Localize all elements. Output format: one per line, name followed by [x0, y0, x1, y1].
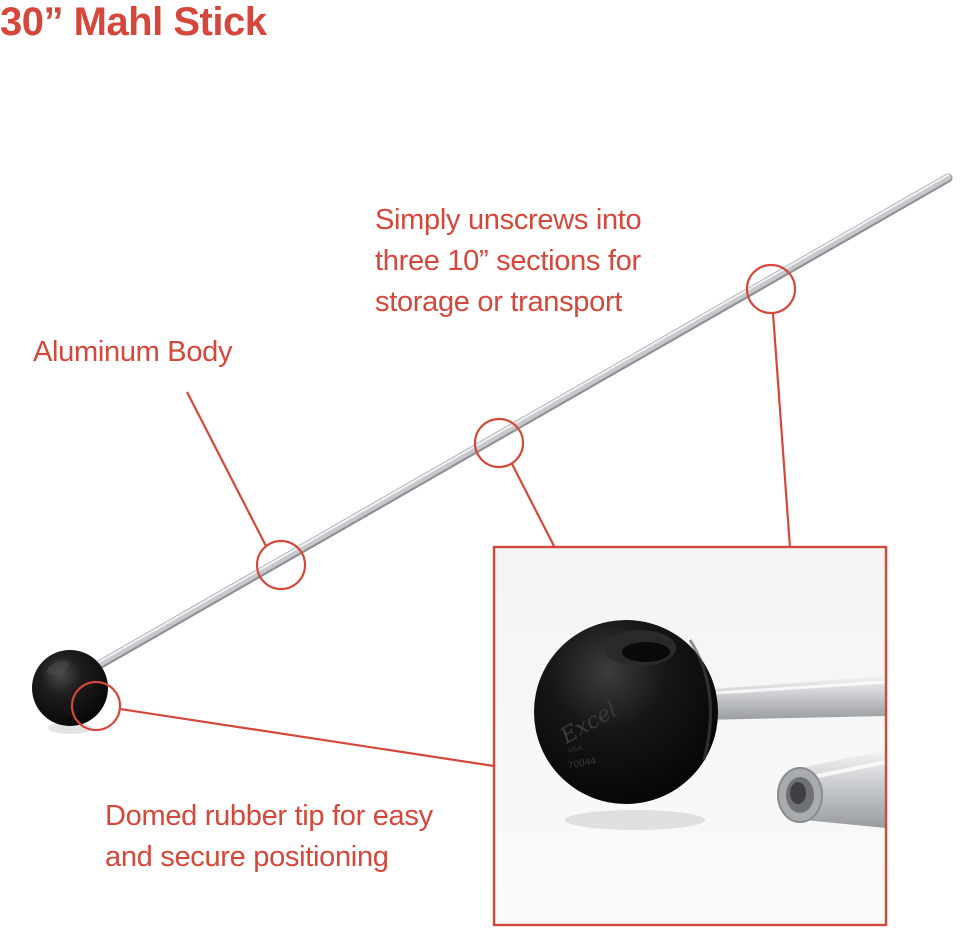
ball-origin-text: USA [567, 744, 583, 754]
callout-aluminum-body: Aluminum Body [33, 332, 232, 373]
callout-unscrews-sections: Simply unscrews into three 10” sections … [375, 200, 642, 323]
joint-callout-circle [473, 417, 525, 469]
tip-callout-circle [70, 680, 122, 732]
ball-code-text: 70044 [567, 756, 597, 771]
callout-line: Simply unscrews into [375, 204, 642, 236]
leader-lines [119, 312, 792, 768]
callout-line: three 10” sections for [375, 245, 641, 277]
rubber-ball-tip [32, 650, 108, 734]
callout-line: Aluminum Body [33, 336, 233, 368]
callout-rubber-tip: Domed rubber tip for easy and secure pos… [105, 796, 433, 878]
aluminum-callout-circle [255, 539, 307, 591]
callout-line: Domed rubber tip for easy [105, 800, 433, 832]
upper-joint-callout-circle [745, 263, 797, 315]
callout-circles [70, 263, 797, 732]
page-title: 30” Mahl Stick [0, 0, 267, 44]
inset-border [492, 545, 888, 927]
callout-line: and secure positioning [105, 841, 389, 873]
inset-photo: Excel USA 70044 [492, 545, 888, 927]
callout-line: storage or transport [375, 286, 623, 318]
